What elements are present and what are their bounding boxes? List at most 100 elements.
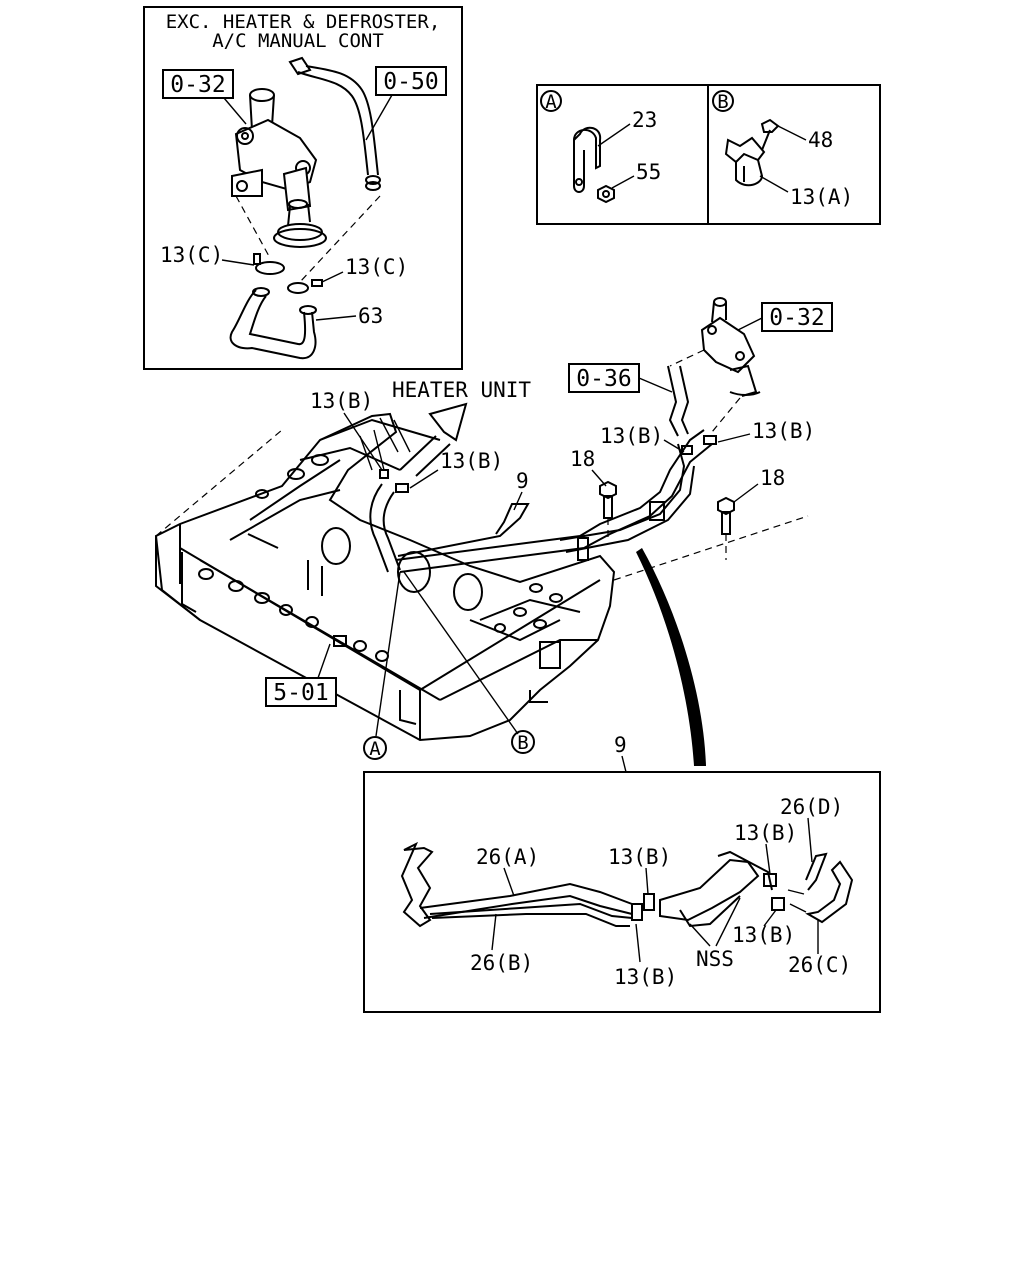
- ref-5-01-label: 5-01: [273, 680, 328, 706]
- assembly-dash-line: [299, 195, 381, 283]
- label-13a: 13(A): [790, 185, 853, 209]
- label-9-detail: 9: [614, 733, 627, 757]
- inset-header-line2: A/C MANUAL CONT: [212, 30, 384, 52]
- label-63: 63: [358, 304, 383, 328]
- nut-55-drawing: [597, 184, 615, 204]
- label-55: 55: [636, 160, 661, 184]
- hose-clamp-13b: [379, 469, 409, 493]
- circle-b-callout: [511, 730, 535, 754]
- circle-a-letter: A: [545, 91, 557, 113]
- leader-line: [403, 571, 519, 735]
- valve-0-32-drawing: [700, 297, 761, 397]
- leader-line: [409, 469, 439, 489]
- label-13b-heater: 13(B): [440, 449, 503, 473]
- bolt-18-left: [599, 480, 617, 519]
- leader-line: [375, 571, 401, 737]
- label-13c-right: 13(C): [345, 255, 408, 279]
- label-26d: 26(D): [780, 795, 843, 819]
- clip-13a-drawing: [724, 136, 766, 187]
- leader-line: [663, 439, 685, 453]
- leader-line: [717, 433, 751, 443]
- ref-0-50-label: 0-50: [383, 69, 438, 95]
- frame-hidden-line: [155, 429, 283, 537]
- leader-line: [765, 843, 771, 875]
- label-26a: 26(A): [476, 845, 539, 869]
- heater-unit-arrow: [399, 402, 468, 477]
- hose-clamp-13b: [681, 445, 693, 455]
- leader-line: [763, 909, 777, 927]
- leader-line: [777, 125, 807, 141]
- clips-inset: A 23 55 B 48 13(A): [536, 84, 881, 225]
- ref-box-5-01: [265, 677, 337, 707]
- label-13b-top: 13(B): [310, 389, 373, 413]
- assembly-dash-line: [669, 349, 705, 367]
- leader-line: [737, 317, 763, 331]
- label-23: 23: [632, 108, 657, 132]
- hose-clamp-left: [253, 253, 285, 275]
- leader-line: [591, 469, 607, 487]
- circle-b-callout-letter: B: [517, 732, 528, 754]
- circle-b-letter: B: [717, 91, 728, 113]
- label-13b-detail-right-bottom: 13(B): [732, 923, 795, 947]
- bolt-48-drawing: [760, 118, 780, 151]
- leader-line: [223, 97, 247, 125]
- leader-line: [621, 755, 627, 773]
- pipe-9-detail-inset: 9 26(A) 26(B) 13(B) 13(B): [363, 733, 881, 1013]
- pipe-0-36-drawing: [667, 365, 690, 437]
- leader-line: [597, 123, 631, 147]
- detail-pointer-arrow: [636, 548, 706, 766]
- label-9-main: 9: [516, 469, 529, 493]
- leader-line: [638, 377, 673, 393]
- heater-valve-inset: EXC. HEATER & DEFROSTER, A/C MANUAL CONT…: [143, 6, 463, 370]
- hose-26c-drawing: [805, 860, 854, 924]
- circle-a-callout: [363, 736, 387, 760]
- label-26c: 26(C): [788, 953, 851, 977]
- leader-line: [317, 643, 331, 679]
- leader-line: [715, 897, 741, 947]
- leader-line: [513, 491, 523, 511]
- label-18-left: 18: [570, 447, 595, 471]
- heater-valve-drawing: [231, 88, 327, 248]
- ref-0-32-main-label: 0-32: [769, 305, 824, 331]
- leader-line: [611, 175, 635, 189]
- leader-line: [315, 315, 357, 321]
- circle-a-callout-letter: A: [369, 738, 381, 760]
- assembly-dash-line: [711, 397, 741, 433]
- bracket-assembly-drawing: [659, 850, 807, 928]
- label-13c-left: 13(C): [160, 243, 223, 267]
- circle-b-marker: [712, 90, 734, 112]
- label-18-right: 18: [760, 466, 785, 490]
- ref-box-0-32-main: [761, 302, 833, 332]
- label-nss: NSS: [696, 947, 734, 971]
- hose-63-drawing: [229, 287, 317, 360]
- leader-line: [733, 483, 759, 503]
- leader-line: [221, 259, 255, 266]
- hose-clamp-13b: [703, 435, 717, 445]
- label-13b-detail-bottom: 13(B): [614, 965, 677, 989]
- inset-header-line1: EXC. HEATER & DEFROSTER,: [166, 11, 441, 33]
- pipe-0-50-drawing: [288, 56, 381, 191]
- ref-box-0-36: [568, 363, 640, 393]
- main-assembly: HEATER UNIT 13(B) 13(B) 0-36: [154, 297, 833, 766]
- leader-line: [491, 913, 497, 951]
- ref-box-0-50: [375, 66, 447, 96]
- hose-clamp-right: [287, 279, 323, 294]
- frame-hidden-line: [613, 515, 809, 581]
- ref-0-32-label: 0-32: [170, 72, 225, 98]
- leader-line: [635, 923, 641, 963]
- leader-line: [807, 817, 813, 863]
- leader-line: [343, 412, 383, 471]
- heater-hoses-drawing: [369, 429, 713, 573]
- clip-23-drawing: [572, 126, 602, 193]
- circle-a-marker: [540, 90, 562, 112]
- chassis-frame-drawing: [154, 412, 616, 742]
- label-13b-detail-right-top: 13(B): [734, 821, 797, 845]
- label-13b-detail-top: 13(B): [608, 845, 671, 869]
- label-48: 48: [808, 128, 833, 152]
- ref-0-36-label: 0-36: [576, 366, 631, 392]
- label-13b-mid: 13(B): [600, 424, 663, 448]
- leader-line: [645, 867, 649, 895]
- leader-line: [759, 175, 789, 193]
- leader-line: [689, 923, 711, 947]
